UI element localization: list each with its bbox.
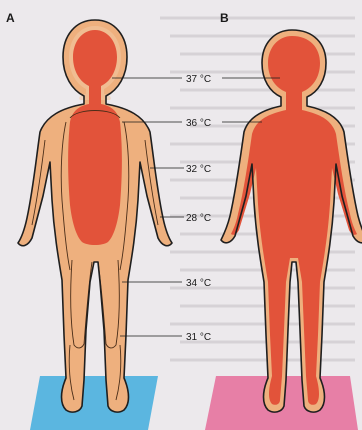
panel-letter-b: B [220, 11, 229, 25]
isotherm-label-36: 36 °C [186, 118, 211, 129]
isotherm-label-37: 37 °C [186, 74, 211, 85]
isotherm-label-34: 34 °C [186, 278, 211, 289]
isotherm-label-32: 32 °C [186, 164, 211, 175]
floor-pad-a [30, 376, 158, 430]
panel-letter-a: A [6, 11, 15, 25]
isotherm-label-31: 31 °C [186, 332, 211, 343]
isotherm-label-28: 28 °C [186, 213, 211, 224]
figure-a-core [68, 30, 122, 245]
